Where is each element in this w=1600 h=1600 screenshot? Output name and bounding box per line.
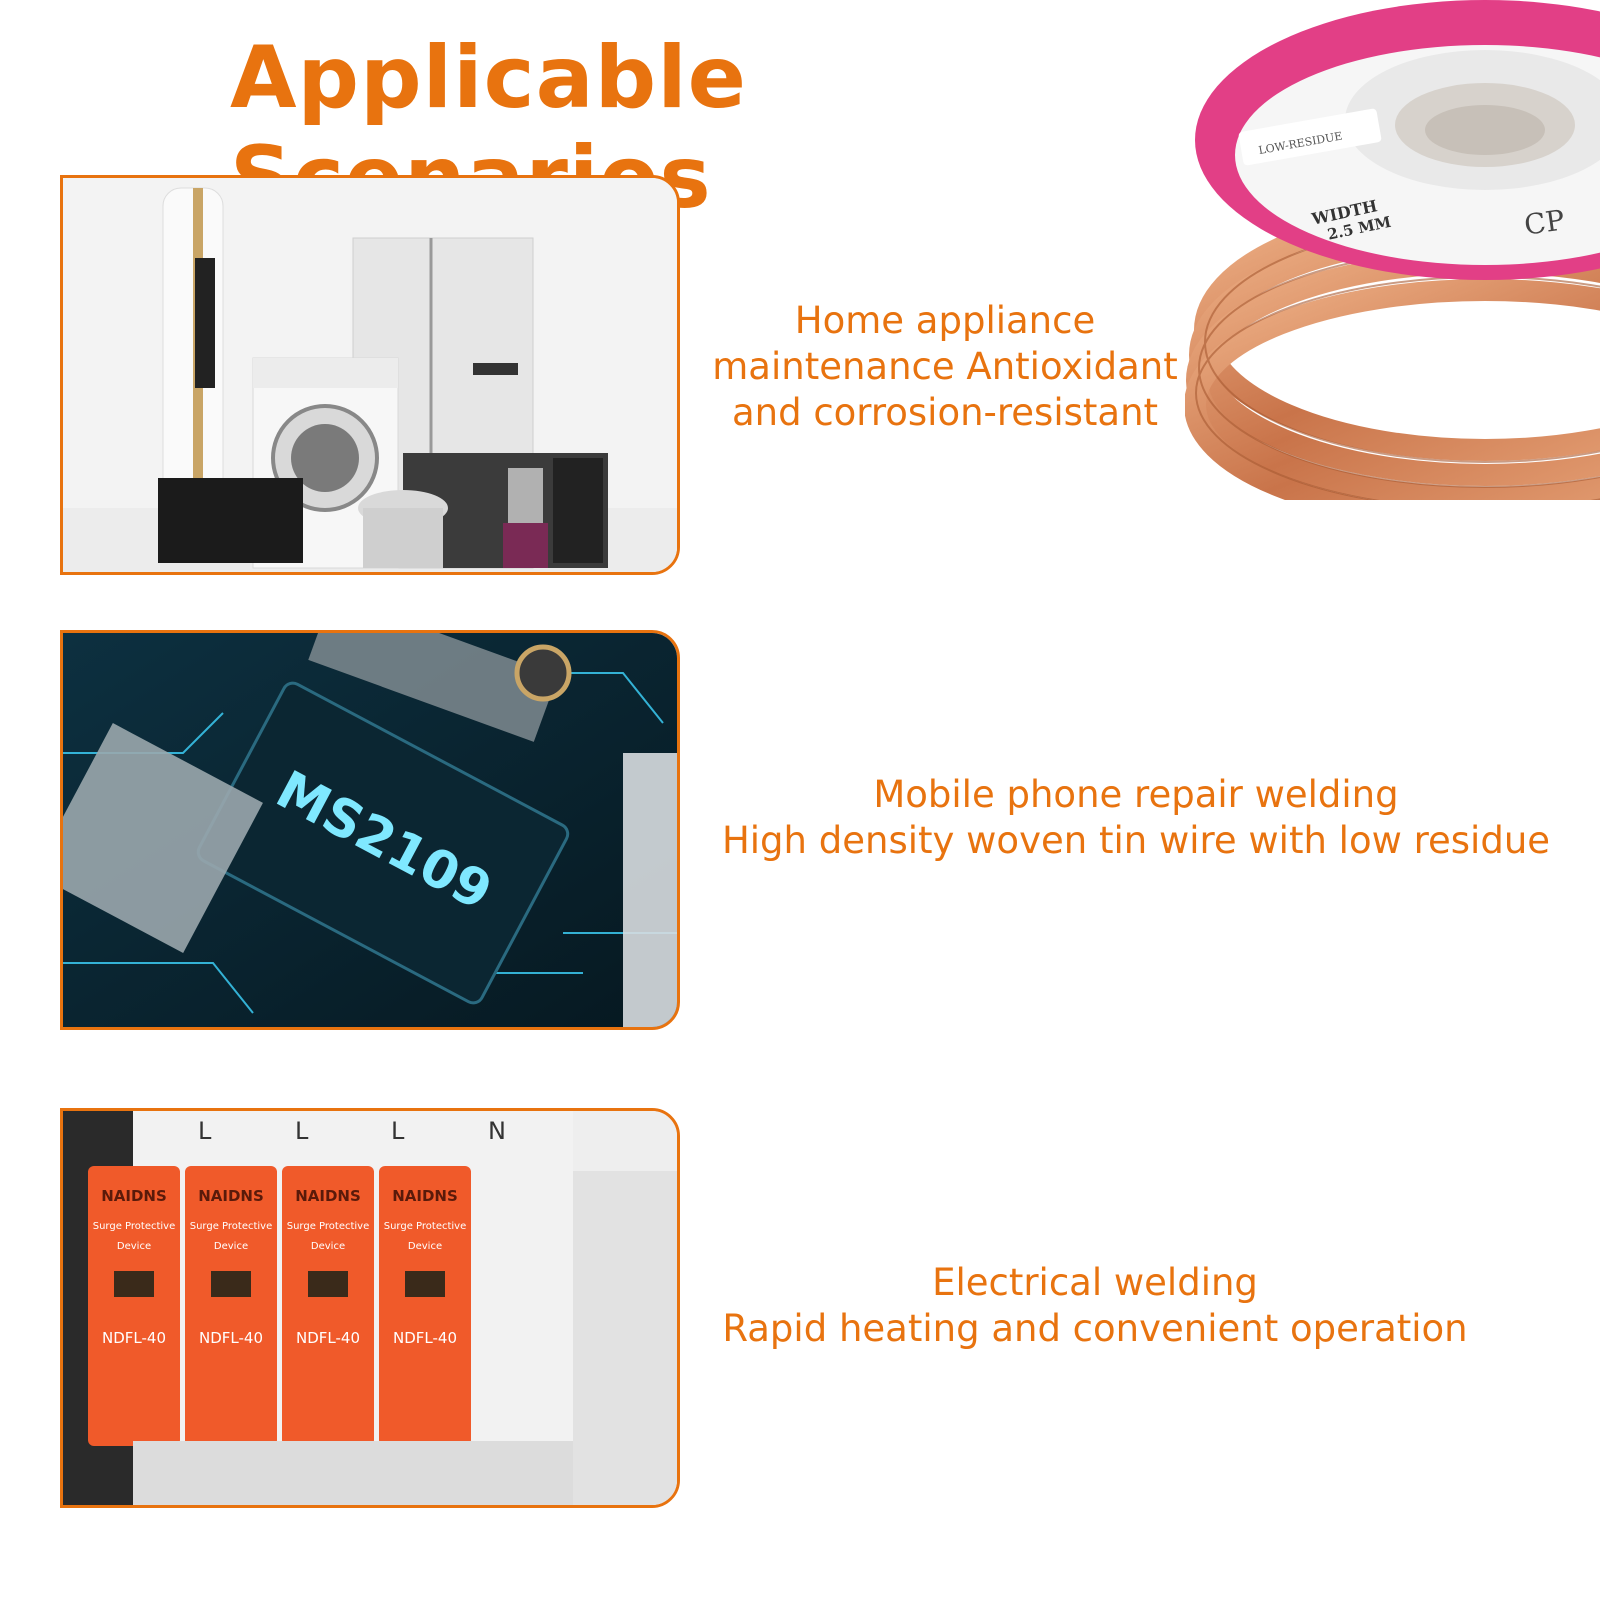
terminal-label: L xyxy=(391,1117,405,1145)
spd-module-text: NDFL-40 xyxy=(102,1329,166,1347)
spd-module-text: Device xyxy=(117,1241,151,1252)
home-appliances-image xyxy=(60,175,680,575)
circuit-board-chip-image: MS2109 xyxy=(60,630,680,1030)
spd-module-text: NAIDNS xyxy=(101,1187,167,1205)
spd-module-text: Device xyxy=(214,1241,248,1252)
caption-line: Home appliance xyxy=(794,299,1096,342)
scenario-caption-home-appliance: Home appliance maintenance Antioxidant a… xyxy=(700,298,1190,436)
spd-module-text: Device xyxy=(408,1241,442,1252)
scenario-caption-mobile-repair: Mobile phone repair welding High density… xyxy=(696,772,1576,864)
spd-module-text: Surge Protective xyxy=(93,1221,176,1232)
caption-line: and corrosion-resistant xyxy=(731,391,1159,434)
terminal-label: N xyxy=(488,1117,506,1145)
caption-line: maintenance Antioxidant xyxy=(712,345,1178,388)
spd-module-text: Device xyxy=(311,1241,345,1252)
solder-wick-spool-image: LOW-RESIDUE WIDTH 2.5 MM CP xyxy=(1185,0,1600,500)
spd-module-text: NDFL-40 xyxy=(296,1329,360,1347)
caption-line: Electrical welding xyxy=(932,1261,1258,1304)
caption-line: Mobile phone repair welding xyxy=(873,773,1399,816)
spd-module-text: NDFL-40 xyxy=(393,1329,457,1347)
caption-line: High density woven tin wire with low res… xyxy=(721,819,1551,862)
spool-partial-text: CP xyxy=(1522,203,1566,241)
spd-module-text: NAIDNS xyxy=(392,1187,458,1205)
spd-module-text: Surge Protective xyxy=(190,1221,273,1232)
spd-module-text: NAIDNS xyxy=(198,1187,264,1205)
spd-module-text: Surge Protective xyxy=(287,1221,370,1232)
spd-module-text: NAIDNS xyxy=(295,1187,361,1205)
terminal-label: L xyxy=(198,1117,212,1145)
scenario-caption-electrical-welding: Electrical welding Rapid heating and con… xyxy=(700,1260,1490,1352)
spd-module-text: Surge Protective xyxy=(384,1221,467,1232)
spd-module-text: NDFL-40 xyxy=(199,1329,263,1347)
caption-line: Rapid heating and convenient operation xyxy=(722,1307,1468,1350)
terminal-label: L xyxy=(295,1117,309,1145)
